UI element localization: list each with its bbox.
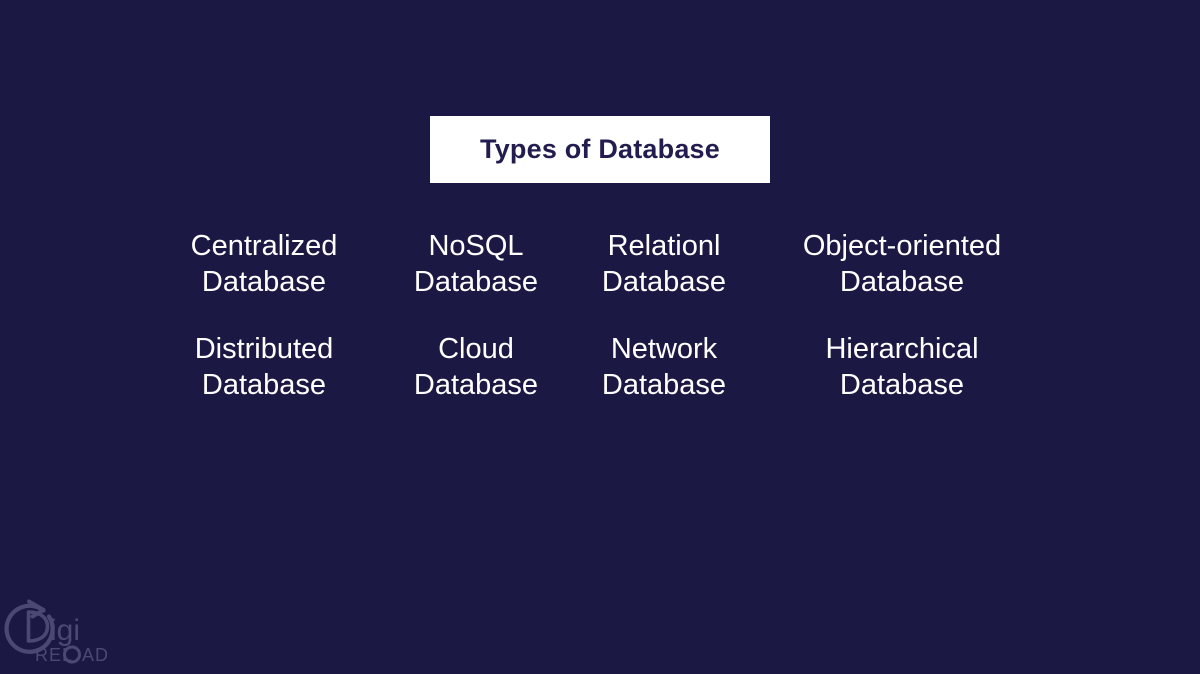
type-item-centralized-database: Centralized Database: [150, 228, 378, 300]
type-label-line2: Database: [601, 369, 727, 401]
type-item-object-oriented-database: Object-oriented Database: [754, 228, 1050, 300]
watermark-secondary-text-tail: AD: [82, 645, 109, 665]
types-row: Distributed Database Cloud Database Netw…: [150, 331, 1050, 403]
type-item-nosql-database: NoSQL Database: [378, 228, 574, 300]
watermark-secondary-text: REL: [35, 645, 73, 665]
type-item-network-database: Network Database: [574, 331, 754, 403]
type-label-line2: Database: [839, 369, 965, 401]
watermark-primary-text: igi: [50, 614, 80, 647]
type-item-hierarchical-database: Hierarchical Database: [754, 331, 1050, 403]
type-label-line1: Relationl: [607, 230, 721, 262]
type-label-line1: Distributed: [194, 333, 334, 365]
type-label-line2: Database: [601, 266, 727, 298]
type-label-line2: Database: [413, 369, 539, 401]
watermark-secondary: REL AD: [35, 645, 109, 665]
types-row: Centralized Database NoSQL Database Rela…: [150, 228, 1050, 300]
type-item-distributed-database: Distributed Database: [150, 331, 378, 403]
watermark-o-ring-icon: [63, 645, 81, 664]
type-label-line1: Hierarchical: [825, 333, 979, 365]
type-label-line2: Database: [201, 266, 327, 298]
type-label-line1: Centralized: [190, 230, 338, 262]
page-title: Types of Database: [480, 134, 720, 164]
database-types-grid: Centralized Database NoSQL Database Rela…: [150, 228, 1050, 403]
watermark-logo: igi REL AD: [2, 596, 122, 670]
type-label-line1: Cloud: [438, 333, 514, 365]
type-item-relational-database: Relationl Database: [574, 228, 754, 300]
type-label-line1: Object-oriented: [802, 230, 1002, 262]
type-label-line1: Network: [610, 333, 718, 365]
type-label-line2: Database: [201, 369, 327, 401]
type-label-line2: Database: [839, 266, 965, 298]
type-label-line2: Database: [413, 266, 539, 298]
type-item-cloud-database: Cloud Database: [378, 331, 574, 403]
reload-circle-d-icon: [4, 599, 55, 654]
title-box: Types of Database: [430, 116, 770, 183]
type-label-line1: NoSQL: [428, 230, 524, 262]
